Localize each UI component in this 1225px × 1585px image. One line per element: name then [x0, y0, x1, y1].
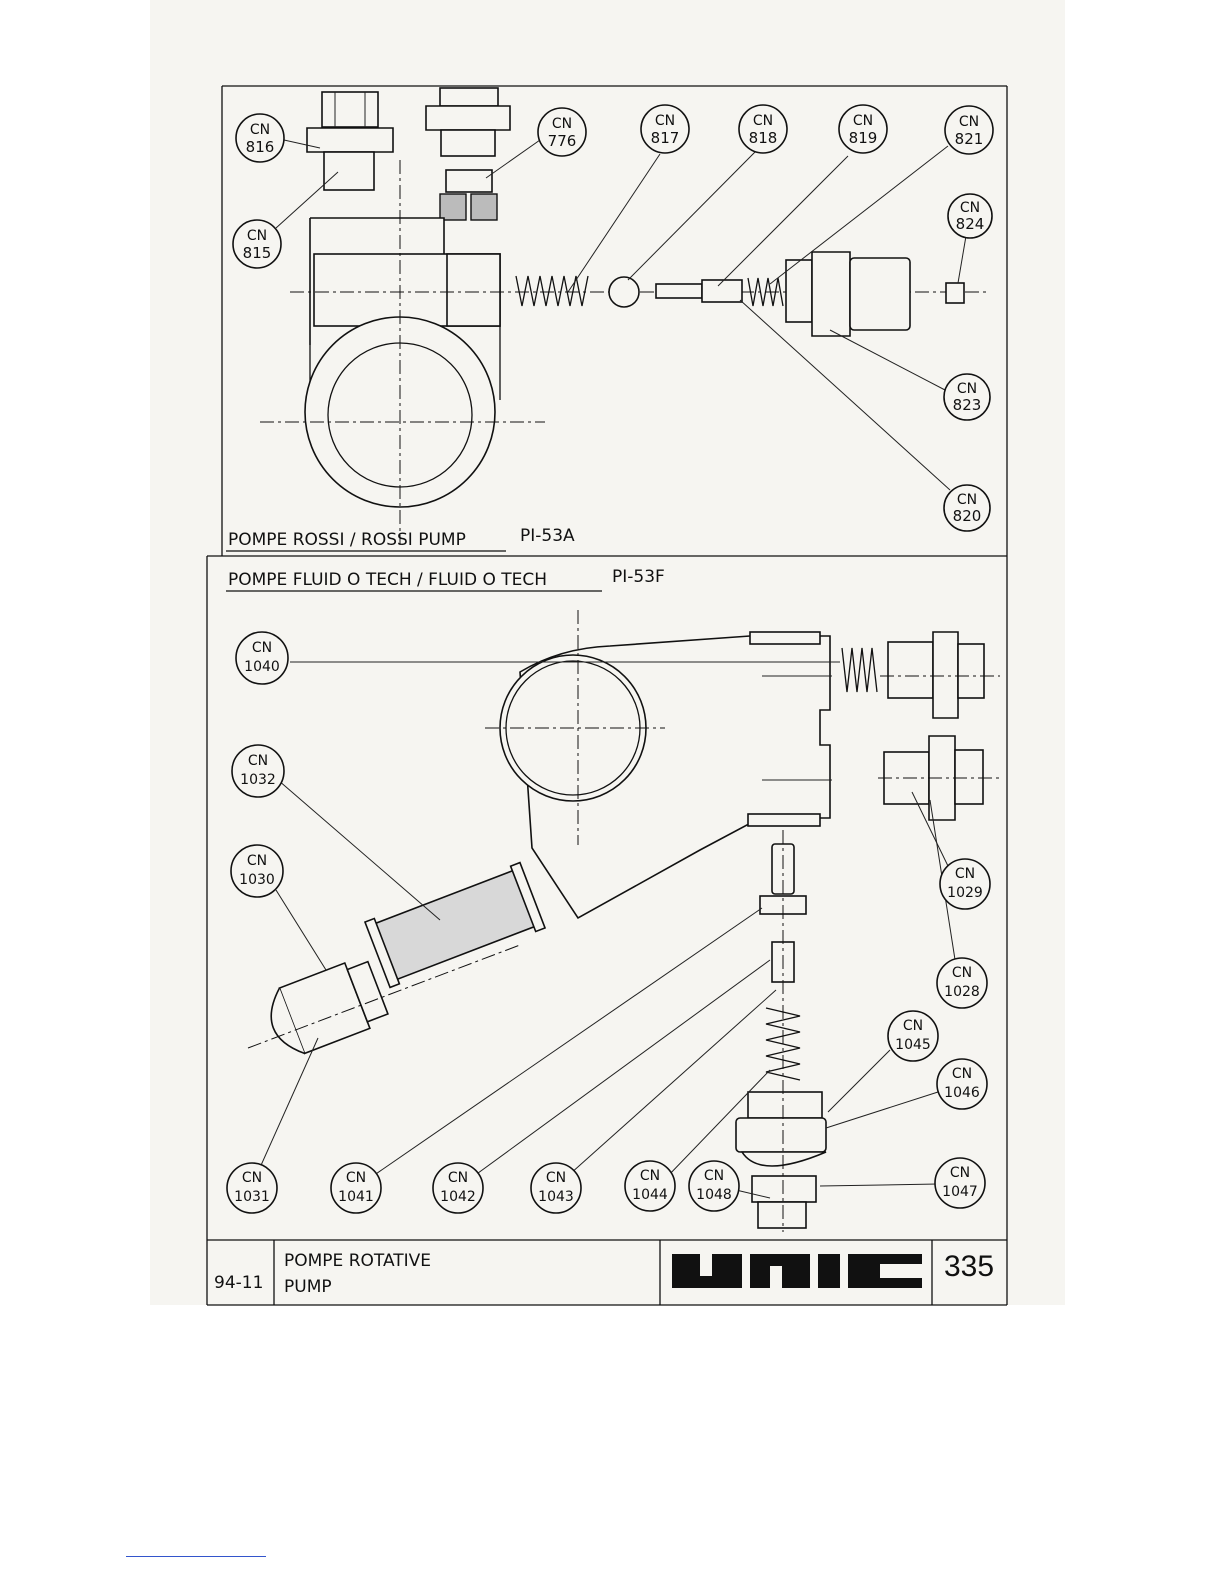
- svg-text:CN: CN: [242, 1170, 262, 1186]
- footer-title-line1: POMPE ROTATIVE: [284, 1251, 431, 1271]
- fluid-title-text: POMPE FLUID O TECH / FLUID O TECH: [228, 570, 547, 590]
- svg-text:CN: CN: [959, 114, 979, 130]
- svg-text:1044: 1044: [632, 1187, 668, 1203]
- rossi-title: POMPE ROSSI / ROSSI PUMP PI-53A: [226, 526, 575, 551]
- rossi-ref: PI-53A: [520, 526, 575, 546]
- svg-text:CN: CN: [248, 753, 268, 769]
- callout-cn-1029: CN 1029: [940, 859, 990, 909]
- svg-text:CN: CN: [853, 113, 873, 129]
- svg-text:824: 824: [956, 215, 985, 233]
- svg-text:1046: 1046: [944, 1085, 980, 1101]
- svg-text:1028: 1028: [944, 984, 980, 1000]
- callout-cn-1028: CN 1028: [937, 958, 987, 1008]
- svg-text:CN: CN: [950, 1165, 970, 1181]
- svg-text:CN: CN: [546, 1170, 566, 1186]
- svg-text:1030: 1030: [239, 872, 275, 888]
- svg-text:CN: CN: [250, 122, 270, 138]
- svg-text:1031: 1031: [234, 1189, 270, 1205]
- svg-text:CN: CN: [247, 228, 267, 244]
- footer-title-line2: PUMP: [284, 1277, 332, 1297]
- svg-text:CN: CN: [552, 116, 572, 132]
- callout-cn-1044: CN 1044: [625, 1161, 675, 1211]
- svg-text:CN: CN: [957, 492, 977, 508]
- svg-text:CN: CN: [704, 1168, 724, 1184]
- svg-text:CN: CN: [955, 866, 975, 882]
- svg-text:1040: 1040: [244, 659, 280, 675]
- svg-text:CN: CN: [952, 1066, 972, 1082]
- svg-text:819: 819: [849, 129, 878, 147]
- svg-text:1047: 1047: [942, 1184, 978, 1200]
- svg-text:816: 816: [246, 138, 275, 156]
- svg-text:820: 820: [953, 507, 982, 525]
- svg-text:CN: CN: [957, 381, 977, 397]
- svg-text:CN: CN: [640, 1168, 660, 1184]
- callout-cn-1032: CN 1032: [232, 745, 284, 797]
- bottom-link-underline: [126, 1556, 266, 1557]
- svg-text:CN: CN: [448, 1170, 468, 1186]
- svg-text:776: 776: [548, 132, 577, 150]
- svg-text:1045: 1045: [895, 1037, 931, 1053]
- page-number: 335: [944, 1250, 994, 1283]
- svg-text:1042: 1042: [440, 1189, 476, 1205]
- svg-text:CN: CN: [903, 1018, 923, 1034]
- callout-cn-1048: CN 1048: [689, 1161, 739, 1211]
- svg-text:823: 823: [953, 396, 982, 414]
- callout-cn-1045: CN 1045: [888, 1011, 938, 1061]
- callout-cn-1030: CN 1030: [231, 845, 283, 897]
- svg-text:CN: CN: [952, 965, 972, 981]
- svg-text:CN: CN: [346, 1170, 366, 1186]
- callout-cn-1031: CN 1031: [227, 1163, 277, 1213]
- brand-logo: [672, 1254, 922, 1288]
- svg-text:1032: 1032: [240, 772, 276, 788]
- title-block: 94-11 POMPE ROTATIVE PUMP 335: [214, 1250, 994, 1297]
- svg-text:1043: 1043: [538, 1189, 574, 1205]
- callout-cn-1046: CN 1046: [937, 1059, 987, 1109]
- callout-cn-1043: CN 1043: [531, 1163, 581, 1213]
- callout-cn-1040: CN 1040: [236, 632, 288, 684]
- svg-text:CN: CN: [655, 113, 675, 129]
- fluid-o-tech-title: POMPE FLUID O TECH / FLUID O TECH PI-53F: [226, 567, 665, 591]
- svg-text:CN: CN: [960, 200, 980, 216]
- fluid-ref: PI-53F: [612, 567, 665, 587]
- rossi-title-text: POMPE ROSSI / ROSSI PUMP: [228, 530, 466, 550]
- callout-cn-1047: CN 1047: [935, 1158, 985, 1208]
- svg-text:CN: CN: [753, 113, 773, 129]
- fluid-pump-drawing: [248, 610, 1000, 1232]
- svg-text:CN: CN: [252, 640, 272, 656]
- callout-cn-1041: CN 1041: [331, 1163, 381, 1213]
- rossi-pump-drawing: [260, 88, 990, 545]
- svg-text:1041: 1041: [338, 1189, 374, 1205]
- svg-text:1048: 1048: [696, 1187, 732, 1203]
- svg-text:1029: 1029: [947, 885, 983, 901]
- svg-text:CN: CN: [247, 853, 267, 869]
- svg-text:817: 817: [651, 129, 680, 147]
- svg-text:815: 815: [243, 244, 272, 262]
- svg-text:821: 821: [955, 130, 984, 148]
- revision-date: 94-11: [214, 1273, 263, 1293]
- svg-text:818: 818: [749, 129, 778, 147]
- callout-cn-1042: CN 1042: [433, 1163, 483, 1213]
